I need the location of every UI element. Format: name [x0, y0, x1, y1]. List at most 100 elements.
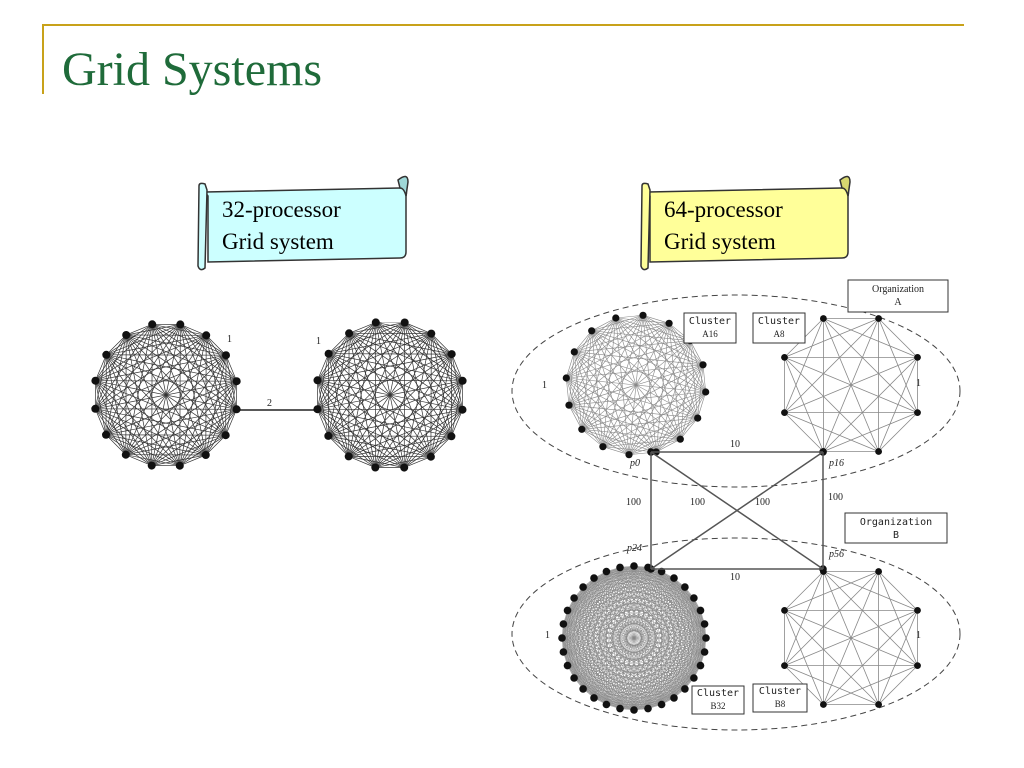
cluster-edge	[647, 567, 686, 689]
cluster-edge	[878, 571, 918, 611]
processor-node	[102, 350, 111, 359]
cluster-edge	[179, 381, 237, 466]
cluster-edge	[642, 315, 670, 324]
cluster-edge	[633, 565, 705, 653]
cluster-edge	[105, 354, 153, 466]
cluster-edge	[567, 610, 705, 625]
cluster-edge	[95, 324, 153, 381]
processor-node	[681, 583, 689, 591]
cluster-edge	[661, 571, 675, 698]
cluster-edge	[878, 412, 918, 452]
cluster-edge	[619, 586, 686, 709]
cluster-edge	[593, 623, 705, 699]
grid64-clusters	[558, 311, 921, 714]
cluster-edge	[151, 380, 237, 466]
processor-node	[639, 311, 647, 319]
org-a-box	[847, 279, 949, 313]
cluster-edge	[317, 353, 329, 381]
cluster-edge	[563, 623, 607, 705]
cluster-edge	[633, 565, 695, 679]
processor-node	[102, 430, 110, 439]
processor-node	[91, 404, 100, 413]
processor-node	[700, 648, 709, 656]
cluster-edge	[106, 354, 207, 456]
org-b-box	[844, 512, 948, 544]
cluster-edge	[94, 408, 107, 435]
cluster-edge	[582, 610, 701, 690]
cluster-edge	[205, 381, 238, 456]
link-p16-p24	[650, 451, 824, 570]
cluster-edge	[566, 377, 570, 406]
cluster-a16-network	[562, 311, 710, 459]
cluster-edge	[566, 364, 704, 379]
cluster-edge	[328, 353, 463, 382]
processor-node	[427, 329, 436, 338]
scroll-curl-left-32	[197, 182, 208, 271]
cluster-edge	[661, 571, 705, 653]
processor-node	[570, 674, 578, 682]
cluster-edge	[606, 623, 705, 705]
cluster-edge	[574, 571, 662, 599]
processor-node	[400, 318, 409, 327]
processor-node	[914, 354, 921, 361]
cluster-edge	[619, 567, 701, 611]
cluster-edge	[591, 315, 644, 332]
cluster-edge	[573, 587, 584, 679]
cluster-edge	[606, 571, 705, 653]
cluster-edge	[106, 354, 237, 382]
processor-node	[914, 607, 921, 614]
cluster-edge	[619, 597, 695, 709]
cluster-edge	[680, 417, 698, 440]
cluster-edge	[561, 637, 649, 709]
cluster-edge	[403, 333, 432, 468]
cluster-edge	[403, 322, 406, 468]
cluster-edge	[619, 623, 705, 709]
cluster-edge	[349, 332, 452, 355]
processor-node	[324, 431, 333, 440]
cluster-edge	[684, 623, 705, 689]
cluster-edge	[125, 380, 237, 455]
cluster-edge	[593, 577, 705, 625]
cluster-edge	[563, 571, 662, 653]
cluster-edge	[105, 434, 180, 467]
cluster-edge	[563, 565, 635, 653]
cluster-edge	[317, 333, 350, 410]
cluster-edge	[566, 351, 575, 379]
cluster-edge	[348, 333, 452, 437]
cluster-edge	[567, 665, 649, 709]
cluster-edge	[615, 315, 644, 319]
cluster-edge	[567, 567, 649, 666]
cluster-edge	[567, 587, 584, 666]
cluster-edge	[642, 315, 691, 341]
cluster-edge	[179, 324, 227, 436]
processor-node	[702, 388, 710, 396]
cluster-edge	[317, 322, 377, 381]
processor-node	[426, 452, 435, 461]
processor-node	[820, 701, 827, 708]
cluster-edge	[668, 323, 704, 365]
cluster-edge	[606, 571, 705, 625]
cluster-edge	[661, 578, 675, 705]
cluster-edge	[205, 434, 226, 456]
cluster-edge	[574, 665, 701, 679]
cluster-edge	[784, 357, 918, 413]
cluster-edge	[574, 586, 685, 599]
org-b-label-line2: B	[893, 530, 899, 541]
cluster-edge	[328, 353, 463, 411]
cluster-edge	[430, 333, 463, 410]
cluster-edge	[317, 408, 432, 458]
cluster-a8-weight: 1	[916, 378, 921, 389]
cluster-edge	[328, 435, 405, 468]
cluster-edge	[95, 334, 207, 382]
cluster-a8-name: Cluster	[758, 316, 800, 327]
cluster-edge	[151, 324, 207, 456]
cluster-edge	[404, 322, 463, 382]
link-p0-p56-weight: 100	[690, 497, 705, 508]
processor-node	[559, 620, 568, 628]
cluster-edge	[563, 571, 607, 653]
cluster-edge	[328, 333, 432, 355]
cluster-edge	[328, 333, 350, 354]
processor-node	[324, 349, 333, 358]
cluster-edge	[561, 577, 675, 639]
processor-node	[175, 461, 184, 470]
